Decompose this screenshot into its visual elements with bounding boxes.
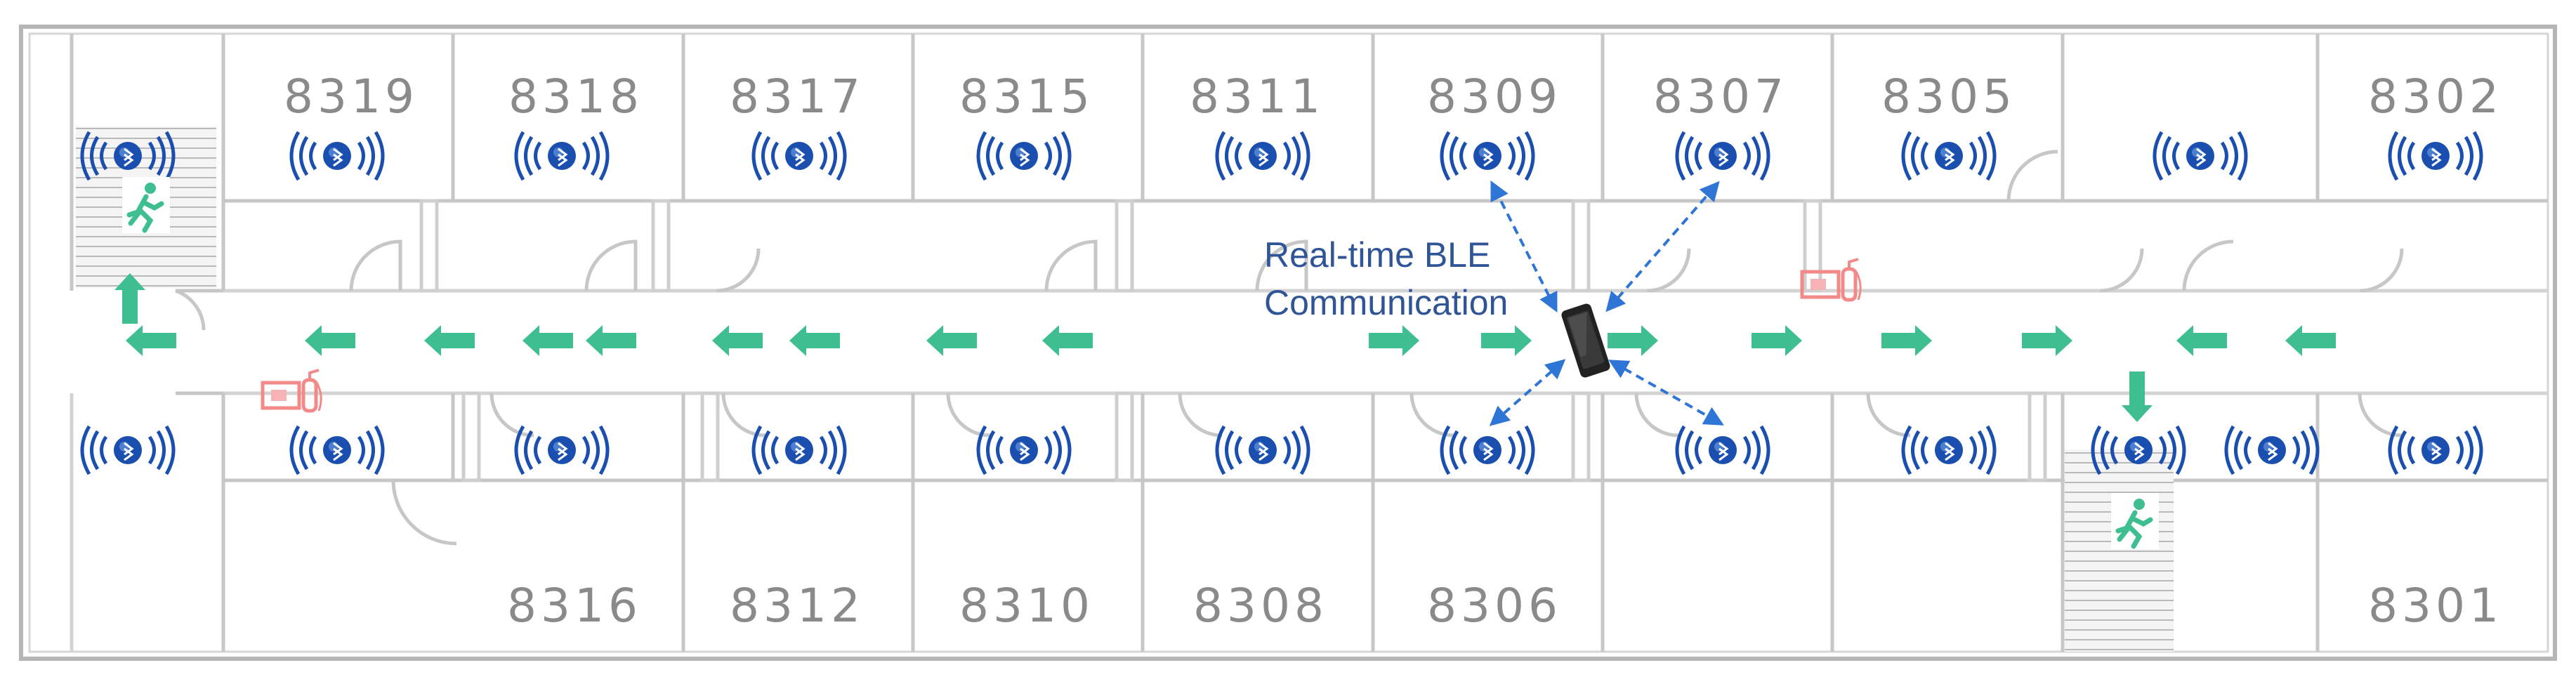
room-number: 8312 [730,579,865,633]
bluetooth-beacon-icon [1677,426,1768,474]
room-number: 8308 [1193,579,1328,633]
room-number: 8317 [730,70,865,124]
room-number: 8311 [1190,70,1325,124]
evacuation-arrow-icon [1752,325,1802,356]
room-number: 8306 [1427,579,1562,633]
ble-links [1489,180,1724,426]
bluetooth-beacon-icon [82,426,173,474]
ble-caption-line2: Communication [1264,283,1508,322]
evacuation-arrow-icon [2022,325,2072,356]
fire-extinguisher-icon [1802,259,1860,300]
room-number: 8315 [959,70,1094,124]
bluetooth-beacon-icon [291,132,383,180]
right-stairwell [2065,449,2174,652]
bluetooth-beacon-icon [1903,132,1995,180]
bluetooth-beacon-icon [516,132,607,180]
bluetooth-beacon-icon [978,426,1070,474]
evacuation-arrow-icon [305,325,355,356]
bluetooth-beacon-icon [2390,132,2481,180]
bluetooth-beacon-icon [754,132,845,180]
evacuation-arrow-icon [712,325,763,356]
bluetooth-beacon-icon [2390,426,2481,474]
room-numbers-bottom: 8316 8312 8310 8308 8306 8301 [507,579,2503,633]
smartphone-icon [1561,303,1610,378]
evacuation-arrow-icon [586,325,636,356]
emergency-exit-icon [122,177,170,233]
evacuation-arrow-icon [1369,325,1419,356]
bluetooth-beacon-icon [2155,132,2246,180]
bluetooth-beacon-icon [1442,426,1533,474]
evacuation-arrow-icon [1481,325,1532,356]
evacuation-arrow-icon [523,325,573,356]
bluetooth-beacon-icon [1442,132,1533,180]
bluetooth-beacon-icon [2226,426,2318,474]
room-number: 8302 [2368,70,2503,124]
evacuation-arrow-icon [926,325,977,356]
bluetooth-beacon-icon [1677,132,1768,180]
room-number: 8310 [959,579,1094,633]
bluetooth-beacon-icon [291,426,383,474]
bluetooth-beacon-icon [1217,132,1308,180]
evacuation-arrow-icon [789,325,840,356]
evacuation-arrow-icon [126,325,176,356]
room-number: 8305 [1881,70,2016,124]
bluetooth-beacon-icon [754,426,845,474]
evacuation-arrow-icon [1042,325,1093,356]
bluetooth-beacon-icon [516,426,607,474]
fire-extinguisher-icon [263,370,321,411]
room-numbers-top: 8319 8318 8317 8315 8311 8309 8307 8305 … [284,70,2503,124]
room-number: 8316 [507,579,642,633]
ble-caption-line1: Real-time BLE [1264,235,1490,275]
evacuation-arrow-icon [1881,325,1932,356]
room-number: 8307 [1653,70,1788,124]
evacuation-arrows [114,273,2336,422]
room-number: 8318 [508,70,643,124]
evacuation-arrow-icon [2285,325,2336,356]
evacuation-arrow-icon [2176,325,2227,356]
bluetooth-beacon-icon [1903,426,1995,474]
room-number: 8309 [1427,70,1562,124]
bluetooth-beacon-icon [1217,426,1308,474]
emergency-exit-icon [2111,493,2159,549]
evacuation-arrow-icon [1608,325,1658,356]
bluetooth-beacon-icon [978,132,1070,180]
room-number: 8319 [284,70,419,124]
evacuation-arrow-icon [424,325,475,356]
evacuation-arrow-icon [2122,371,2153,422]
room-number: 8301 [2368,579,2503,633]
